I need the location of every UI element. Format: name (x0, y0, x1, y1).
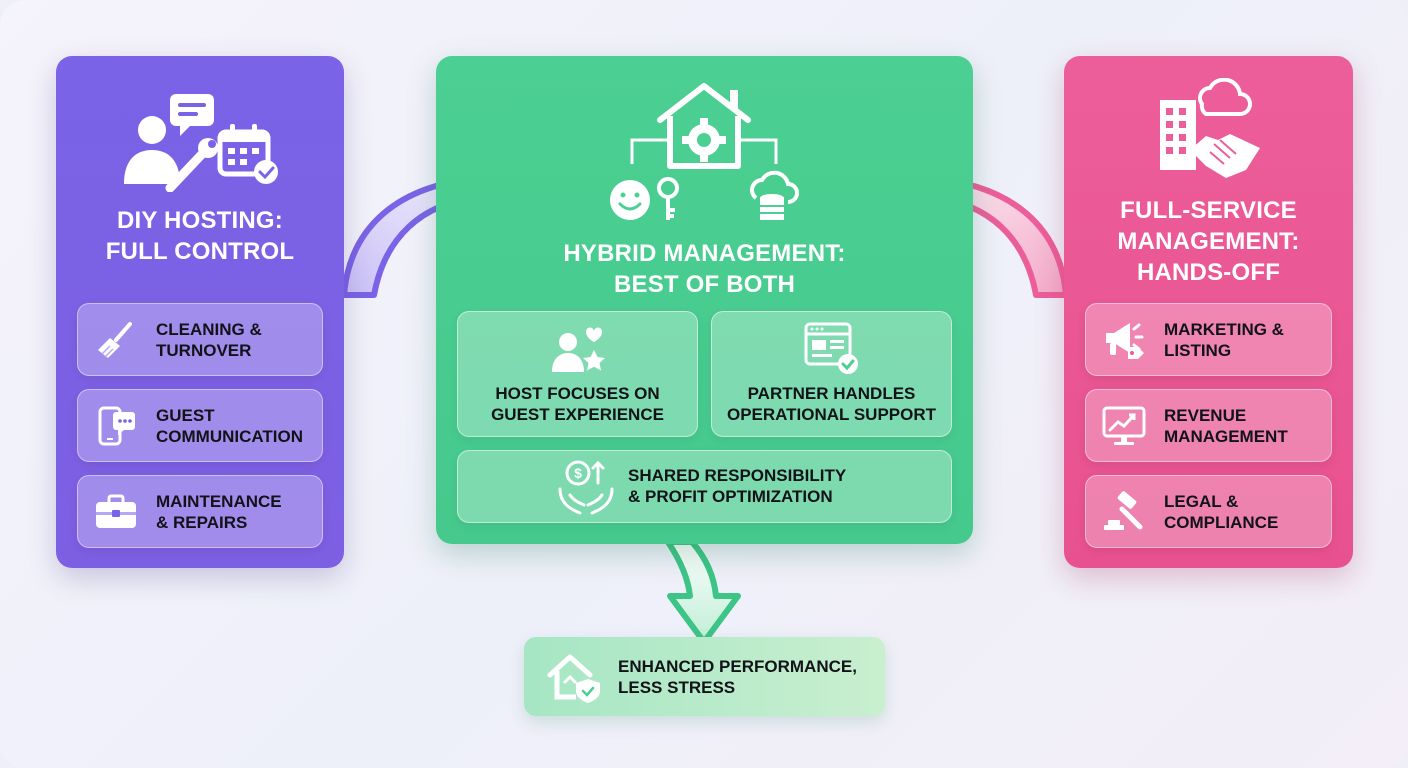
megaphone-icon (1102, 318, 1146, 362)
diy-item-communication-line2: COMMUNICATION (156, 426, 303, 446)
full-title-line2: MANAGEMENT: (1117, 228, 1300, 255)
full-title: FULL-SERVICE MANAGEMENT: HANDS-OFF (1064, 195, 1353, 288)
diy-item-cleaning-line2: TURNOVER (156, 340, 252, 360)
full-item-legal-line2: COMPLIANCE (1164, 512, 1279, 532)
gavel-icon (1102, 490, 1146, 534)
outcome-box[interactable]: ENHANCED PERFORMANCE, LESS STRESS (524, 637, 885, 716)
hybrid-item-partner-line2: OPERATIONAL SUPPORT (726, 405, 937, 424)
full-item-revenue-line2: MANAGEMENT (1164, 426, 1288, 446)
diy-hosting-panel: DIY HOSTING: FULL CONTROL CLEANING & TUR… (56, 56, 344, 568)
full-item-legal[interactable]: LEGAL & COMPLIANCE (1085, 475, 1332, 548)
monitor-chart-icon (1102, 404, 1146, 448)
browser-check-icon (804, 322, 858, 374)
full-item-revenue[interactable]: REVENUE MANAGEMENT (1085, 389, 1332, 462)
house-gear-icon (610, 83, 799, 220)
diy-item-communication[interactable]: GUEST COMMUNICATION (77, 389, 323, 462)
full-item-marketing[interactable]: MARKETING & LISTING (1085, 303, 1332, 376)
full-title-line3: HANDS-OFF (1136, 259, 1281, 286)
hybrid-item-shared[interactable]: $ SHARED RESPONSIBILITY & PROFIT OPTIMIZ… (457, 450, 952, 523)
diy-item-maintenance-line1: MAINTENANCE (156, 491, 282, 511)
building-handshake-icon (1160, 78, 1260, 178)
hybrid-shared-line2: & PROFIT OPTIMIZATION (628, 487, 833, 506)
hybrid-management-panel: HYBRID MANAGEMENT: BEST OF BOTH HOST FOC… (436, 56, 973, 544)
hands-money-icon: $ (558, 460, 614, 515)
hybrid-item-partner[interactable]: PARTNER HANDLES OPERATIONAL SUPPORT (711, 311, 952, 437)
full-service-panel: FULL-SERVICE MANAGEMENT: HANDS-OFF MARKE… (1064, 56, 1353, 568)
diy-title-line1: DIY HOSTING: (117, 207, 283, 234)
outcome-line2: LESS STRESS (618, 677, 736, 697)
diy-title: DIY HOSTING: FULL CONTROL (56, 205, 344, 267)
full-item-revenue-line1: REVENUE (1164, 405, 1247, 425)
arrow-hybrid-to-outcome (665, 539, 741, 645)
full-title-line1: FULL-SERVICE (1120, 197, 1297, 224)
hybrid-title: HYBRID MANAGEMENT: BEST OF BOTH (436, 238, 973, 300)
guest-star-heart-icon (552, 327, 605, 372)
diy-item-communication-line1: GUEST (156, 405, 215, 425)
outcome-line1: ENHANCED PERFORMANCE, (618, 656, 857, 676)
full-item-marketing-line2: LISTING (1164, 340, 1232, 360)
host-tools-calendar-icon (124, 94, 278, 192)
hybrid-title-line1: HYBRID MANAGEMENT: (563, 240, 846, 267)
diy-item-maintenance[interactable]: MAINTENANCE & REPAIRS (77, 475, 323, 548)
diy-item-maintenance-line2: & REPAIRS (156, 512, 248, 532)
hybrid-shared-line1: SHARED RESPONSIBILITY (628, 466, 847, 485)
full-item-marketing-line1: MARKETING & (1164, 319, 1284, 339)
broom-icon (94, 318, 138, 362)
phone-chat-icon (94, 404, 138, 448)
diy-item-cleaning[interactable]: CLEANING & TURNOVER (77, 303, 323, 376)
diy-item-cleaning-line1: CLEANING & (156, 319, 262, 339)
hybrid-item-host-line2: GUEST EXPERIENCE (491, 405, 664, 424)
svg-text:$: $ (574, 465, 582, 481)
toolbox-icon (94, 490, 138, 534)
house-shield-icon (547, 654, 600, 703)
diy-title-line2: FULL CONTROL (105, 238, 295, 265)
hybrid-item-partner-line1: PARTNER HANDLES (747, 384, 916, 403)
hybrid-item-host[interactable]: HOST FOCUSES ON GUEST EXPERIENCE (457, 311, 698, 437)
hybrid-item-host-line1: HOST FOCUSES ON (495, 384, 660, 403)
hybrid-title-line2: BEST OF BOTH (613, 271, 796, 298)
full-item-legal-line1: LEGAL & (1164, 491, 1239, 511)
